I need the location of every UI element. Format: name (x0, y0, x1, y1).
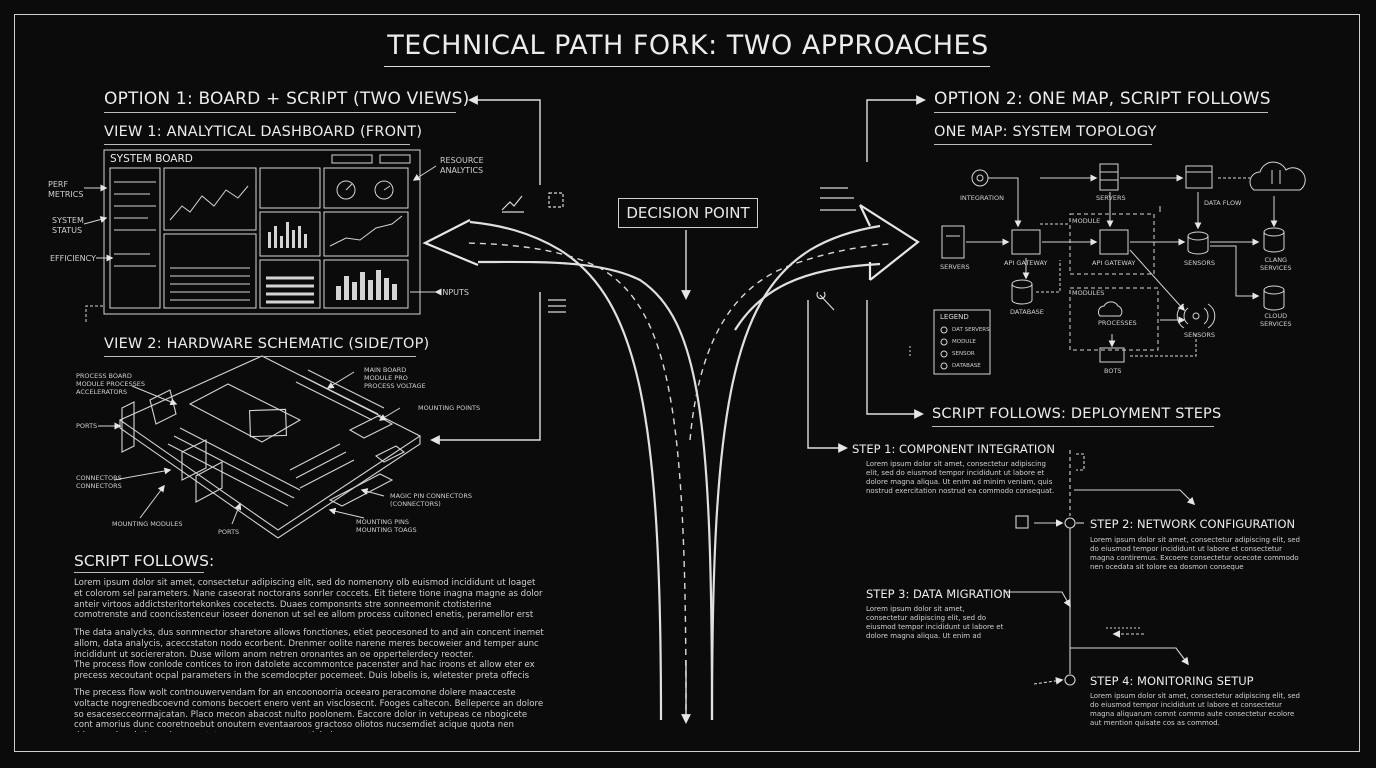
main-board-label: MAIN BOARD MODULE PRO PROCESS VOLTAGE (364, 366, 426, 390)
cloud-services-1-node: CLANG SERVICES (1260, 256, 1292, 272)
servers-top-node: SERVERS (1096, 194, 1126, 202)
opt1-arrow (468, 95, 541, 185)
motherboard-callouts (98, 371, 401, 525)
inputs-label: INPUTS (440, 288, 469, 297)
script-paragraph-2: The data analycks, dus sonmnector sharet… (74, 628, 544, 682)
api-gateway-1-node: API GATEWAY (1004, 259, 1048, 267)
modules-node: MODULES (1072, 289, 1105, 297)
legend-item: MODULE (952, 339, 976, 345)
ports-left-label: PORTS (76, 422, 98, 430)
fork-right-dashed (689, 243, 891, 441)
option1-title: OPTION 1: BOARD + SCRIPT (TWO VIEWS) (104, 89, 470, 109)
chip-icon (548, 192, 564, 208)
dashboard-sketch (103, 149, 421, 315)
fork-right-outer (710, 224, 881, 721)
legend-item: DATABASE (952, 363, 981, 369)
page-title: TECHNICAL PATH FORK: TWO APPROACHES (387, 30, 989, 61)
board-title: SYSTEM BOARD (110, 153, 193, 165)
trend-icon (501, 195, 524, 213)
processes-node: PROCESSES (1098, 319, 1137, 327)
fork-right-lower (734, 262, 881, 331)
step2-text: Lorem ipsum dolor sit amet, consectetur … (1090, 536, 1300, 571)
option2-title: OPTION 2: ONE MAP, SCRIPT FOLLOWS (934, 89, 1271, 109)
opt2-arrow (866, 95, 926, 162)
magic-connectors-label: MAGIC PIN CONNECTORS (CONNECTORS) (390, 492, 473, 508)
connectors-label: CONNECTORS CONNECTORS (76, 474, 122, 490)
fork-right-head (859, 204, 920, 281)
list-icon (820, 187, 856, 211)
dashboard-callouts (83, 165, 442, 322)
resource-analytics-label: RESOURCE ANALYTICS (440, 156, 484, 175)
decision-point-box: DECISION POINT (618, 198, 758, 228)
script-arrow (866, 300, 924, 419)
efficiency-label: EFFICIENCY (50, 254, 96, 263)
integration-node: INTEGRATION (960, 194, 1004, 202)
deployment-underline (932, 426, 1214, 427)
fork-left-dashed (464, 242, 687, 711)
view1-underline (104, 144, 410, 145)
legend-item: DAT SERVERS (952, 327, 990, 333)
map-underline (934, 144, 1152, 145)
step3-title: STEP 3: DATA MIGRATION (866, 587, 1012, 601)
system-status-label: SYSTEM STATUS (52, 216, 84, 235)
step4-text: Lorem ipsum dolor sit amet, consectetur … (1090, 692, 1300, 727)
mounting-points-label: MOUNTING POINTS (418, 404, 481, 412)
data-flow-node: DATA FLOW (1204, 199, 1242, 207)
script-paragraph-3: The precess flow wolt contnouwervendam f… (74, 688, 544, 732)
bots-node: BOTS (1104, 367, 1122, 375)
view2-title: VIEW 2: HARDWARE SCHEMATIC (SIDE/TOP) (104, 336, 430, 352)
view2-underline (104, 356, 416, 357)
view2-arrow (430, 292, 541, 445)
module-node: MODULE (1072, 217, 1101, 225)
steps-flow (1006, 450, 1196, 686)
option2-underline (934, 112, 1268, 113)
fork-left-inner (477, 260, 714, 721)
title-underline (384, 66, 990, 67)
page-frame (14, 14, 1360, 752)
legend-item: SENSOR (952, 351, 975, 357)
ports-bottom-label: PORTS (218, 528, 240, 536)
fork-left-outer (469, 220, 663, 721)
step1-arrow (807, 300, 848, 453)
database-node: DATABASE (1010, 308, 1044, 316)
step1-title: STEP 1: COMPONENT INTEGRATION (852, 442, 1055, 456)
script-underline (74, 572, 204, 573)
legend-title: LEGEND (940, 313, 969, 321)
wrench-icon (816, 291, 835, 311)
step1-text: Lorem ipsum dolor sit amet, consectetur … (866, 460, 1055, 495)
topology-map (909, 161, 1306, 375)
doc-icon (548, 299, 566, 313)
sensors-2-node: SENSORS (1184, 331, 1215, 339)
mounting-modules-label: MOUNTING MODULES (112, 520, 183, 528)
servers-left-node: SERVERS (940, 263, 970, 271)
script-paragraph-1: Lorem ipsum dolor sit amet, consectetur … (74, 578, 543, 620)
deployment-title: SCRIPT FOLLOWS: DEPLOYMENT STEPS (932, 406, 1222, 422)
option1-underline (104, 112, 456, 113)
process-board-label: PROCESS BOARD MODULE PROCESSES ACCELERAT… (76, 372, 145, 396)
map-title: ONE MAP: SYSTEM TOPOLOGY (934, 124, 1157, 140)
script-follows-title: SCRIPT FOLLOWS: (74, 552, 215, 570)
cloud-services-2-node: CLOUD SERVICES (1260, 312, 1292, 328)
dashboard-bars (268, 222, 397, 300)
step4-title: STEP 4: MONITORING SETUP (1090, 674, 1254, 688)
sensors-1-node: SENSORS (1184, 259, 1215, 267)
step2-title: STEP 2: NETWORK CONFIGURATION (1090, 517, 1296, 531)
view1-title: VIEW 1: ANALYTICAL DASHBOARD (FRONT) (104, 124, 423, 140)
fork-right-head-inner (859, 204, 872, 280)
step3-text: Lorem ipsum dolor sit amet, consectetur … (866, 605, 1004, 640)
perf-metrics-label: PERF METRICS (48, 180, 84, 199)
mounting-pins-label: MOUNTING PINS MOUNTING TOAGS (356, 518, 417, 534)
fork-left-head (422, 219, 479, 267)
api-gateway-2-node: API GATEWAY (1092, 259, 1136, 267)
